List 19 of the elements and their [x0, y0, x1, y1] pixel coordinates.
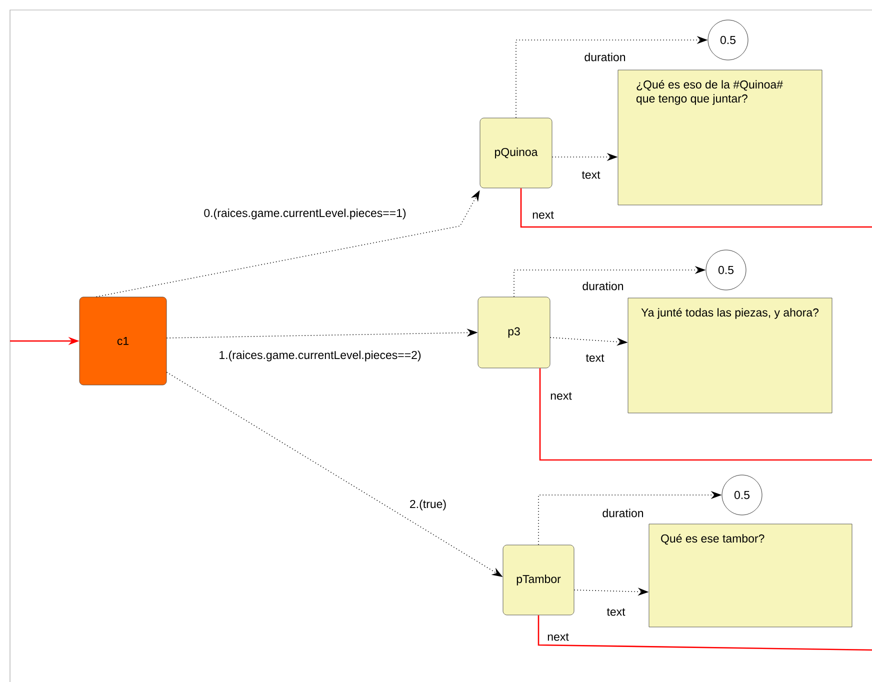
state-box: pTambor [502, 544, 574, 616]
edge-label: duration [581, 280, 625, 292]
state-box: p3 [478, 296, 550, 368]
edge-label: next [549, 391, 573, 401]
edge-label: 0.(raices.game.currentLevel.pieces==1) [202, 208, 408, 220]
edge-label: text [606, 607, 626, 617]
edge-label: duration [601, 508, 645, 518]
state-box: c1 [79, 296, 167, 386]
edge-label: text [580, 170, 602, 180]
edge-label: next [531, 210, 555, 220]
note-box: ¿Qué es eso de la #Quinoa# que tengo que juntar? [618, 70, 822, 206]
note-box: Ya junté todas las piezas, y ahora? [628, 298, 832, 414]
edge-label: next [546, 632, 570, 642]
note-box: Qué es ese tambor? [648, 524, 852, 628]
edge-label: text [584, 353, 606, 363]
state-box: pQuinoa [480, 118, 552, 188]
edge-label: duration [583, 52, 627, 62]
edge-label: 2.(true) [408, 498, 448, 512]
edge-label: 1.(raices.game.currentLevel.pieces==2) [218, 350, 422, 362]
